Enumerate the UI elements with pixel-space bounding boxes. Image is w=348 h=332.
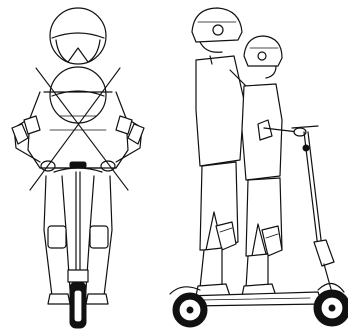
- prohibition-cross-icon: [30, 68, 128, 190]
- front-view-prohibited-icon: [12, 8, 144, 328]
- front-rider: [242, 36, 306, 296]
- rear-rider: [192, 8, 252, 296]
- front-rider-body: [12, 92, 144, 171]
- side-view-icon: [170, 8, 348, 327]
- front-rider-helmet: [50, 67, 106, 123]
- front-scooter: [68, 172, 88, 328]
- rear-rider-helmet: [50, 8, 106, 64]
